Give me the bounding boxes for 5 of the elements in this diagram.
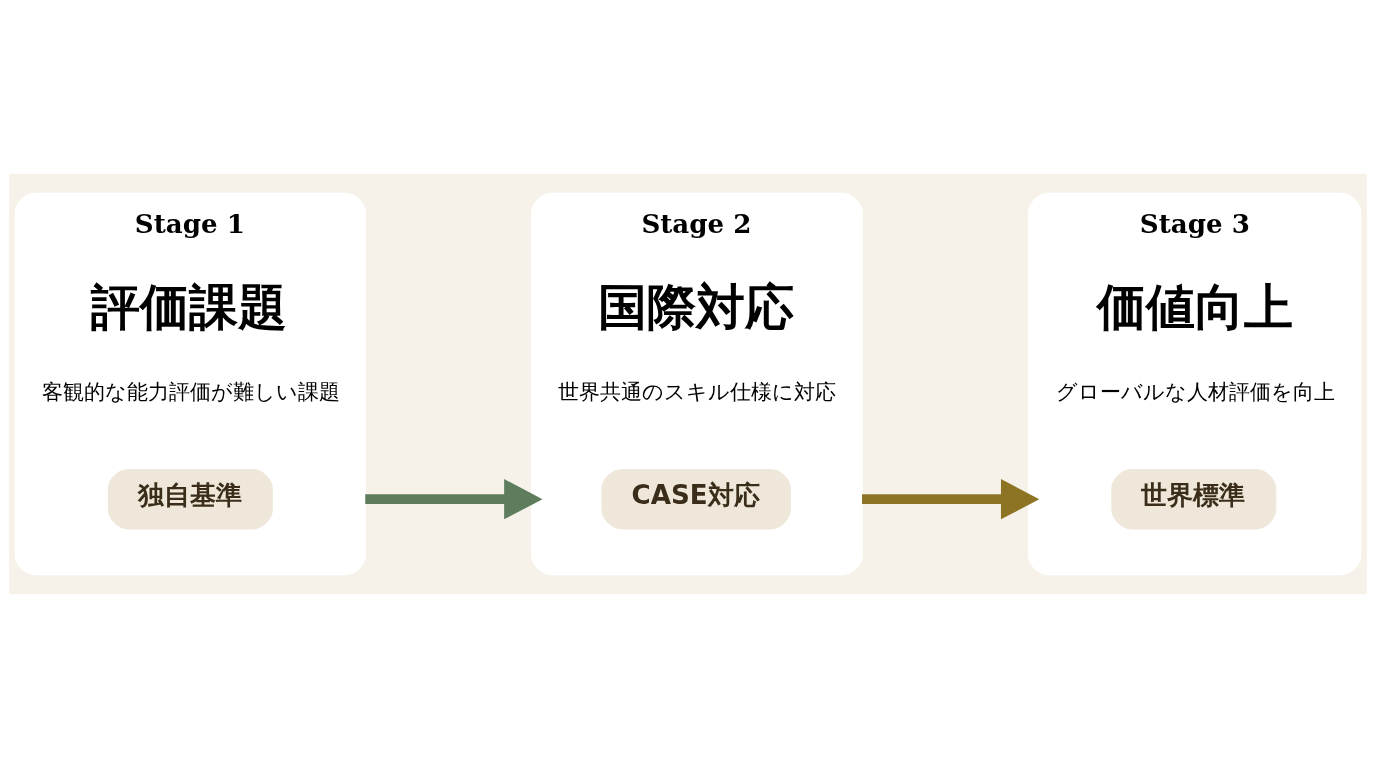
node-box: CASE対応 (601, 469, 791, 530)
node-box: 世界標準 (1111, 469, 1277, 530)
arrow (365, 479, 543, 520)
arrow (862, 479, 1040, 520)
node-box: 独自基準 (107, 469, 273, 530)
